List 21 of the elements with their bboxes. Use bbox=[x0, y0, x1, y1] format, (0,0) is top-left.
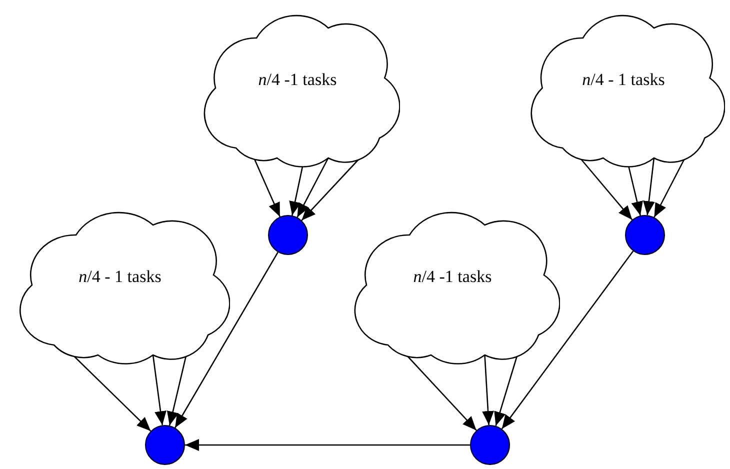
arrow bbox=[654, 158, 685, 218]
arrow bbox=[406, 356, 477, 431]
arrow bbox=[501, 250, 634, 430]
cloud-label: n/4 -1 tasks bbox=[413, 266, 492, 288]
arrow bbox=[152, 354, 166, 426]
arrow bbox=[628, 166, 643, 216]
arrow bbox=[301, 158, 360, 221]
cloud-label: n/4 - 1 tasks bbox=[582, 69, 665, 92]
arrow bbox=[185, 439, 470, 451]
arrow bbox=[494, 356, 518, 426]
arrow bbox=[482, 354, 494, 426]
arrow bbox=[73, 356, 152, 432]
arrow bbox=[642, 158, 655, 216]
cloud-label: n/4 -1 tasks bbox=[258, 69, 337, 92]
arrow bbox=[166, 356, 187, 426]
arrow bbox=[174, 252, 278, 428]
arrow bbox=[580, 158, 633, 220]
arrow bbox=[289, 166, 304, 216]
arrow bbox=[254, 158, 281, 217]
arrow bbox=[296, 158, 329, 218]
cloud-label: n/4 - 1 tasks bbox=[78, 266, 162, 288]
